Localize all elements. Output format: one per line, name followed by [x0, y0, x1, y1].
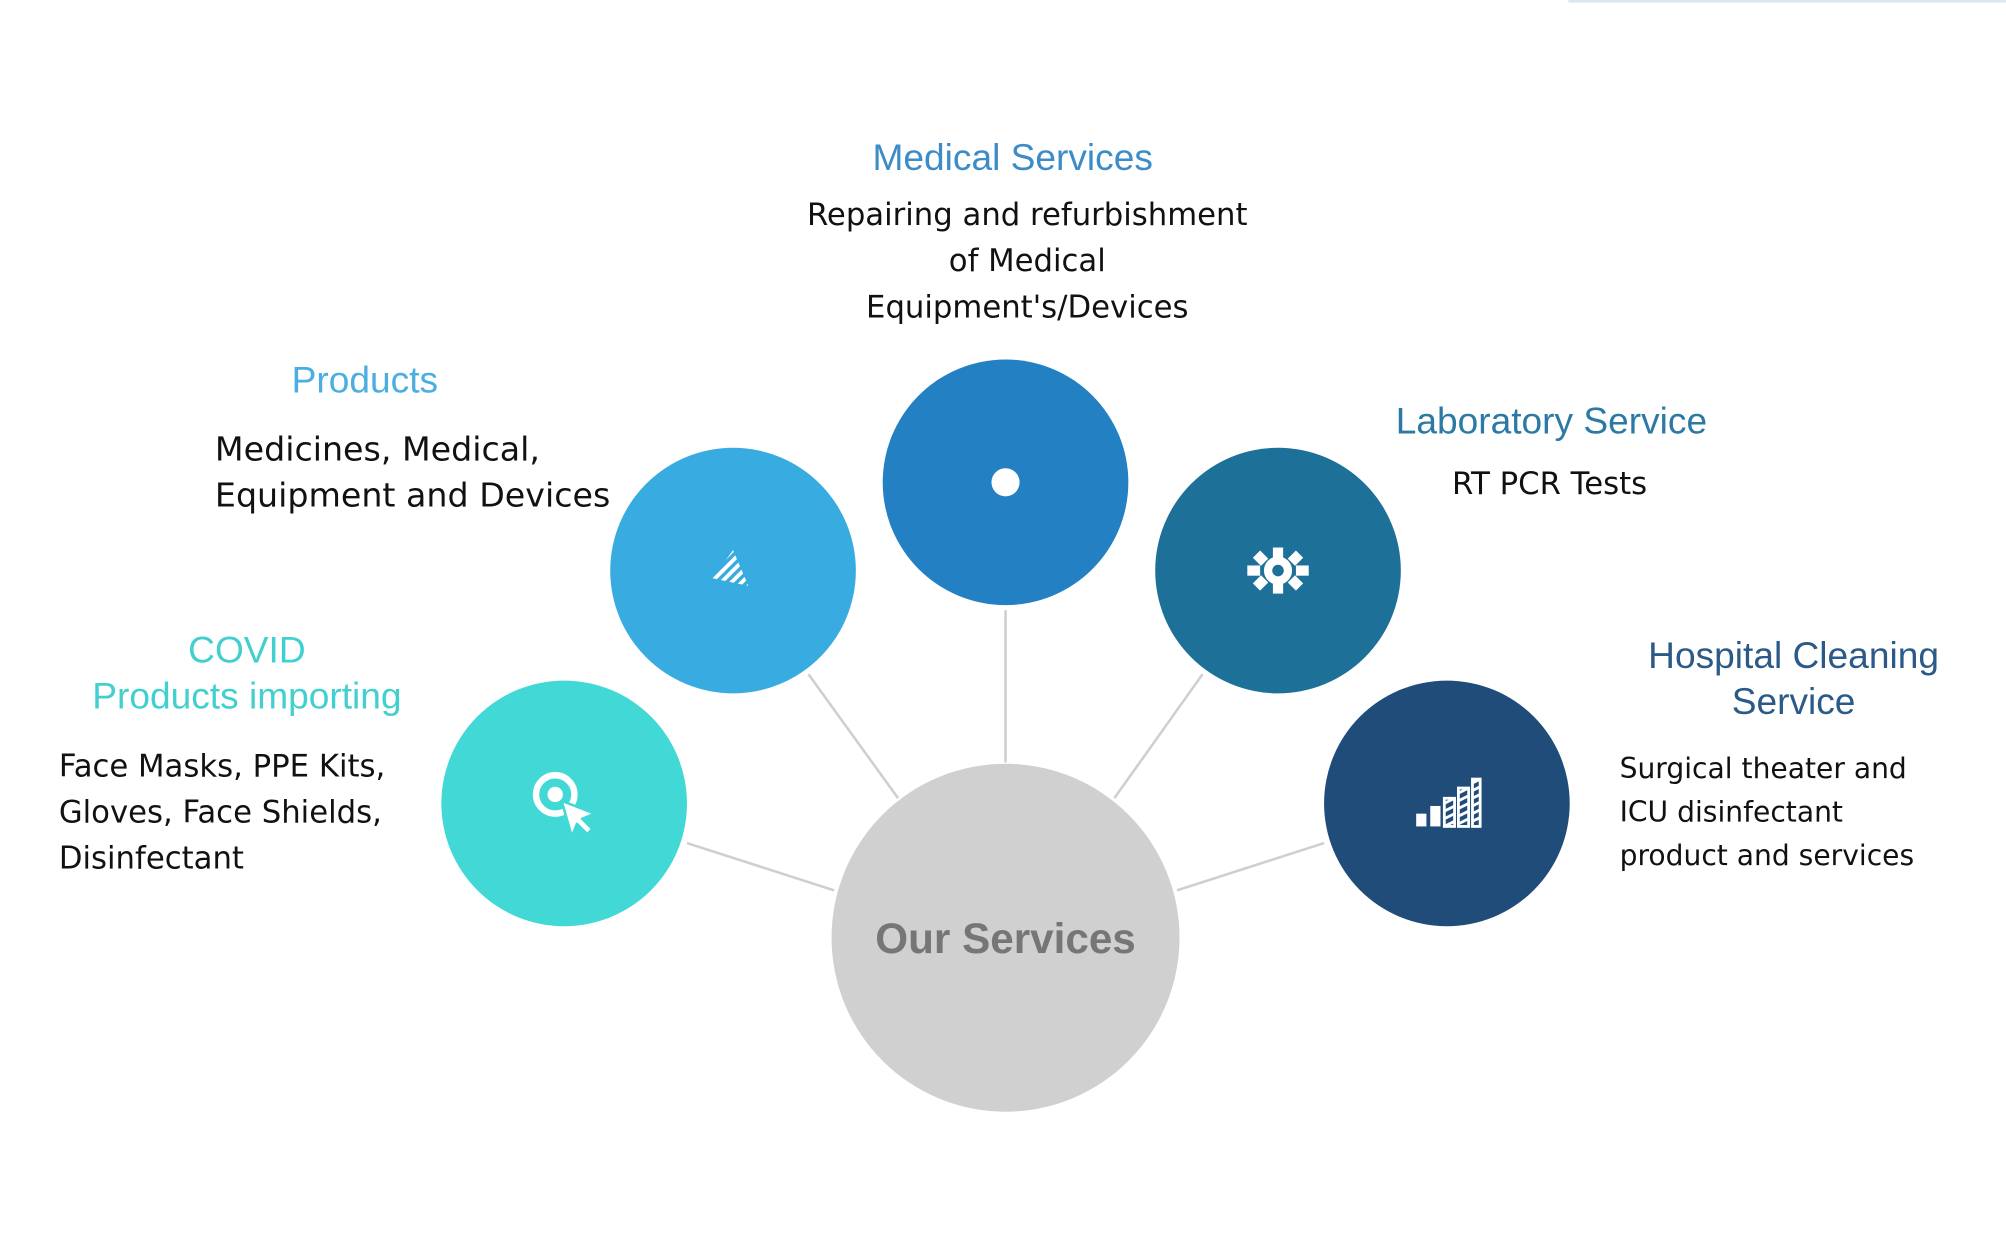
striped-triangle-icon [712, 550, 749, 586]
cleaning-desc-line: product and services [1619, 840, 1915, 873]
medical-services-title: Medical Services [872, 138, 1153, 180]
laboratory-circle [1155, 447, 1401, 694]
gear-icon [1247, 547, 1309, 594]
medical-desc-line: of Medical [948, 243, 1106, 279]
products-desc-line: Medicines, Medical, [214, 431, 541, 470]
covid-title: COVID Products importing [77, 628, 417, 720]
covid-title-line: COVID [188, 630, 306, 672]
center-circle: Our Services [831, 763, 1180, 1112]
connector-covid [686, 841, 835, 892]
medical-circle [882, 359, 1129, 606]
cleaning-title-line: Service [1731, 681, 1856, 723]
connector-products [807, 673, 900, 800]
covid-desc-line: Face Masks, PPE Kits, [58, 748, 386, 785]
top-divider [1568, 0, 2006, 3]
cleaning-desc-line: ICU disinfectant [1619, 797, 1843, 829]
connector-cleaning [1176, 841, 1325, 892]
medical-desc-line: Equipment's/Devices [866, 289, 1189, 325]
target-cursor-icon [532, 772, 597, 838]
cleaning-title-line: Hospital Cleaning [1648, 635, 1939, 677]
laboratory-title: Laboratory Service [1395, 401, 1708, 443]
center-label: Our Services [875, 914, 1136, 963]
cleaning-circle [1324, 680, 1570, 927]
cleaning-desc: Surgical theater and ICU disinfectant pr… [1620, 748, 1915, 878]
dot-icon [991, 468, 1020, 497]
cleaning-title: Hospital Cleaning Service [1632, 633, 1954, 725]
covid-circle [441, 680, 687, 927]
medical-desc-line: Repairing and refurbishment [806, 197, 1248, 233]
medical-services-desc: Repairing and refurbishment of Medical E… [801, 192, 1254, 330]
products-desc: Medicines, Medical, Equipment and Device… [215, 427, 610, 519]
covid-title-line: Products importing [92, 676, 402, 718]
bar-chart-icon [1416, 777, 1482, 828]
products-title: Products [291, 360, 439, 402]
products-circle [610, 447, 856, 694]
connector-laboratory [1113, 673, 1204, 800]
covid-desc: Face Masks, PPE Kits, Gloves, Face Shiel… [59, 743, 385, 881]
covid-desc-line: Disinfectant [58, 840, 244, 877]
covid-desc-line: Gloves, Face Shields, [58, 794, 382, 831]
laboratory-desc: RT PCR Tests [1452, 465, 1648, 502]
cleaning-desc-line: Surgical theater and [1619, 753, 1907, 786]
products-desc-line: Equipment and Devices [214, 477, 611, 516]
